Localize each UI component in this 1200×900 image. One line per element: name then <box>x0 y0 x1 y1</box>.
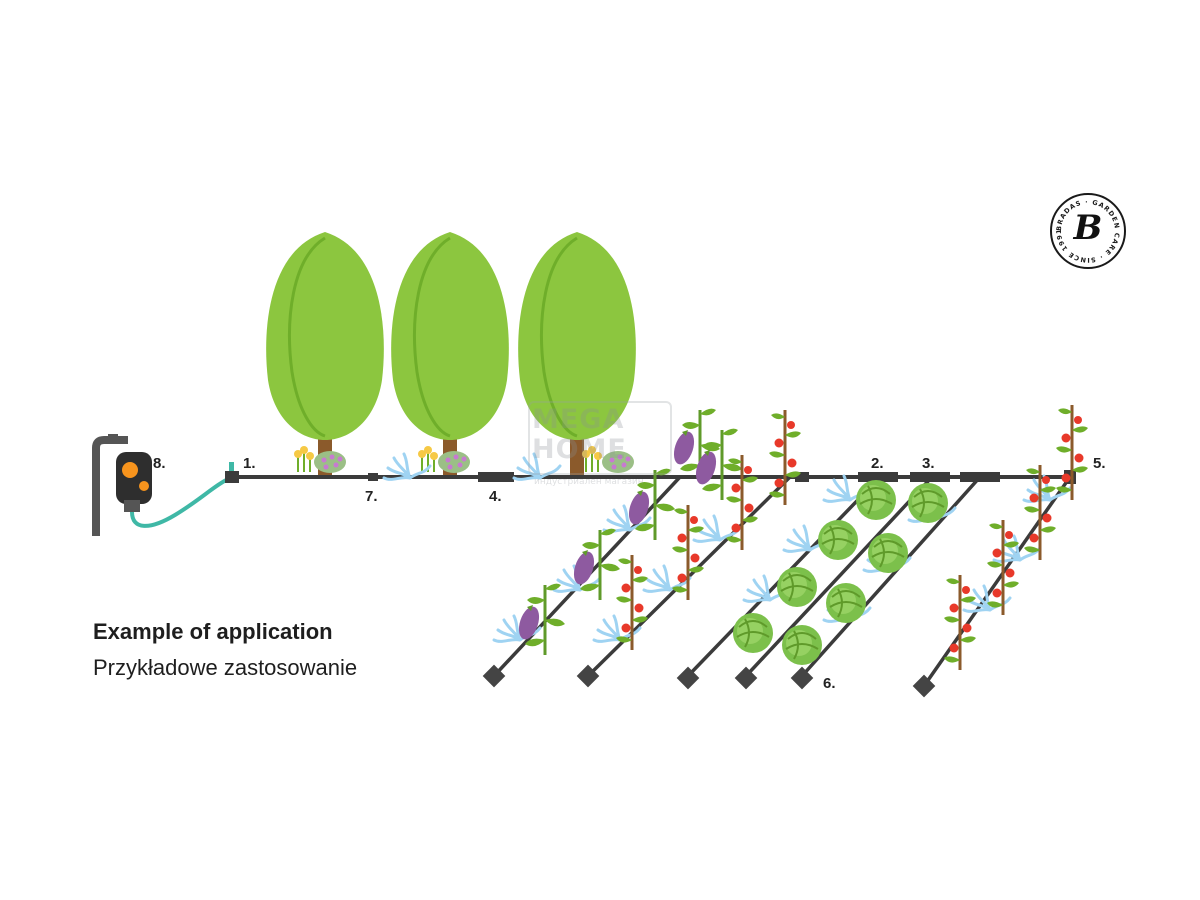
callout-2: 2. <box>871 455 884 472</box>
water-timer <box>116 452 152 512</box>
faucet <box>92 434 128 536</box>
callout-8: 8. <box>153 455 166 472</box>
callout-6: 6. <box>823 675 836 692</box>
tree-3 <box>518 232 636 478</box>
callout-4: 4. <box>489 488 502 505</box>
connector <box>225 462 239 483</box>
coupler-7 <box>368 473 378 481</box>
garden-hose <box>130 476 231 528</box>
coupler <box>795 472 809 482</box>
caption-title-en: Example of application <box>93 619 333 644</box>
callout-5: 5. <box>1093 455 1106 472</box>
watermark-frame <box>528 401 672 475</box>
watermark-text: MEGA HOME <box>532 404 627 465</box>
coupler-4 <box>478 472 514 482</box>
callout-3: 3. <box>922 455 935 472</box>
caption-title-pl: Przykładowe zastosowanie <box>93 655 358 680</box>
tree-1 <box>266 232 384 478</box>
callout-7: 7. <box>365 488 378 505</box>
bradas-logo: BRADAS · GARDEN CARE · SINCE 1991 · B <box>1050 193 1126 269</box>
watermark-subtext: индустриален магазин <box>534 477 644 487</box>
watermark: MEGA HOME индустриален магазин <box>528 401 672 491</box>
logo-letter: B <box>1073 208 1103 248</box>
callout-1: 1. <box>243 455 256 472</box>
end-plugs <box>482 664 936 698</box>
logo-ring-text: BRADAS · GARDEN CARE · SINCE 1991 · <box>1052 195 1120 264</box>
tree-2 <box>391 232 509 478</box>
